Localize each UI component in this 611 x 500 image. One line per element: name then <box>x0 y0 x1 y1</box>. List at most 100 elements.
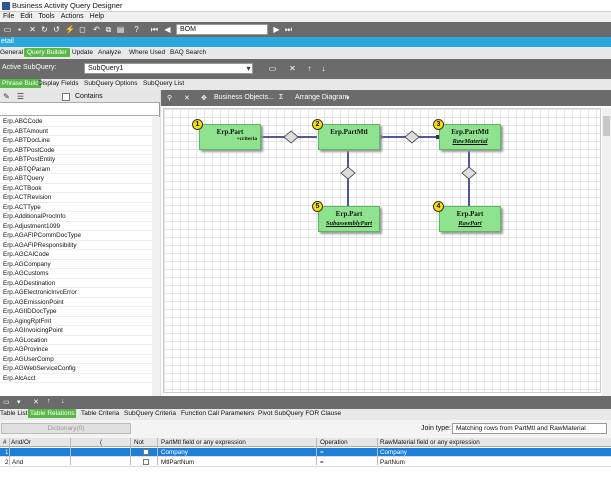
sum-icon[interactable]: Σ <box>279 94 284 101</box>
first-record-icon[interactable]: ⏮ <box>150 25 159 34</box>
new-icon[interactable]: ▭ <box>3 25 12 34</box>
menu-help[interactable]: Help <box>89 13 105 20</box>
clear-icon[interactable]: ◻ <box>79 25 86 34</box>
list-item[interactable]: Erp.ABTQParam <box>0 165 152 174</box>
arrange-diagram-button[interactable]: Arrange Diagram <box>295 94 349 101</box>
tab-table-list[interactable]: Table List <box>0 410 28 417</box>
paste-icon[interactable]: ▤ <box>116 25 125 34</box>
list-item[interactable]: Erp.AGDestination <box>0 279 152 288</box>
list-item[interactable]: Erp.AGWebServiceConfig <box>0 364 152 374</box>
tab-pivot-subquery[interactable]: Pivot SubQuery FOR Clause <box>258 410 342 417</box>
list-item[interactable]: Erp.AGLocation <box>0 336 152 345</box>
tab-general[interactable]: General <box>0 49 24 56</box>
table-row[interactable]: 1 Company = Company <box>0 448 611 457</box>
table-list-scrollbar[interactable] <box>152 117 160 396</box>
next-record-icon[interactable]: ▶ <box>273 25 280 34</box>
delete-table-icon[interactable]: ✕ <box>184 95 190 102</box>
list-item[interactable]: Erp.ACTBook <box>0 184 152 193</box>
diagram-vscroll[interactable] <box>602 108 611 396</box>
list-item[interactable]: Erp.AdditionalProcInfo <box>0 212 152 222</box>
table-node-rawmaterial[interactable]: Erp.PartMtl RawMaterial <box>439 124 501 150</box>
actions-icon[interactable]: ⚡ <box>65 25 75 34</box>
menu-edit[interactable]: Edit <box>20 13 33 20</box>
list-item[interactable]: Erp.Adjustment1099 <box>0 222 152 231</box>
new-icon[interactable]: ▭ <box>3 399 10 406</box>
tab-display-fields[interactable]: Display Fields <box>38 80 79 87</box>
refresh-icon[interactable]: ↻ <box>41 25 48 34</box>
not-checkbox[interactable] <box>143 459 149 465</box>
table-node-subassemblypart[interactable]: Erp.Part SubassemblyPart <box>318 206 380 232</box>
tab-function-call-parameters[interactable]: Function Call Parameters <box>181 410 255 417</box>
list-item[interactable]: Erp.AGAFIPResponsibility <box>0 241 152 250</box>
list-item[interactable]: Erp.ABCCode <box>0 117 152 127</box>
list-item[interactable]: Erp.AGCAICode <box>0 250 152 260</box>
list-item[interactable]: Erp.AGAFIPCommDocType <box>0 231 152 241</box>
tab-query-builder[interactable]: Query Builder <box>24 48 70 57</box>
list-item[interactable]: Erp.AGCustoms <box>0 269 152 279</box>
tab-baq-search[interactable]: BAQ Search <box>170 49 207 56</box>
list-item[interactable]: Erp.AGProvince <box>0 345 152 355</box>
join-type-select[interactable]: Matching rows from PartMtl and RawMateri… <box>452 423 607 434</box>
save-icon[interactable]: ▪ <box>18 25 21 34</box>
tab-where-used[interactable]: Where Used <box>129 49 166 56</box>
list-item[interactable]: Erp.AgingRptFmt <box>0 317 152 326</box>
list-item[interactable]: Erp.AGElectronicInvcError <box>0 288 152 298</box>
list-item[interactable]: Erp.ACTType <box>0 203 152 212</box>
new-subquery-icon[interactable]: ▭ <box>268 64 277 73</box>
delete-icon[interactable]: ✕ <box>33 399 39 406</box>
copy-icon[interactable]: ⧉ <box>105 25 112 34</box>
contains-checkbox[interactable] <box>62 93 70 101</box>
list-item[interactable]: Erp.AGCompany <box>0 260 152 269</box>
view-icon[interactable]: ☰ <box>16 92 25 101</box>
menu-actions[interactable]: Actions <box>60 13 84 20</box>
delete-icon[interactable]: ✕ <box>29 25 36 34</box>
list-item[interactable]: Erp.AGIIDDocType <box>0 307 152 317</box>
prev-record-icon[interactable]: ◀ <box>164 25 171 34</box>
move-up-icon[interactable]: ↑ <box>307 64 312 73</box>
list-item[interactable]: Erp.ABTPostCode <box>0 146 152 155</box>
business-objects-button[interactable]: Business Objects... <box>214 94 274 101</box>
bom-field[interactable]: BOM <box>176 24 268 35</box>
tab-analyze[interactable]: Analyze <box>98 49 122 56</box>
menu-tools[interactable]: Tools <box>38 13 55 20</box>
subquery-select[interactable]: SubQuery1 <box>84 63 253 74</box>
list-item[interactable]: Erp.ABTPostEntity <box>0 155 152 165</box>
list-item[interactable]: Erp.AGUserComp <box>0 355 152 364</box>
undo-icon[interactable]: ↶ <box>93 25 100 34</box>
link-icon[interactable]: ⚲ <box>167 95 173 102</box>
move-down-icon[interactable]: ↓ <box>61 398 65 405</box>
table-search-input[interactable] <box>0 104 160 116</box>
last-record-icon[interactable]: ⏭ <box>284 25 293 34</box>
list-item[interactable]: Erp.AlcAcct <box>0 374 152 383</box>
menu-file[interactable]: File <box>3 13 15 20</box>
tab-update[interactable]: Update <box>72 49 93 56</box>
chevron-down-icon[interactable]: ▾ <box>246 64 251 73</box>
tab-subquery-options[interactable]: SubQuery Options <box>84 80 138 87</box>
table-row[interactable]: 2 And MtlPartNum = PartNum <box>0 458 611 467</box>
help-icon[interactable]: ? <box>134 25 139 34</box>
not-checkbox[interactable] <box>143 449 149 455</box>
chevron-down-icon[interactable]: ▾ <box>346 95 350 102</box>
list-item[interactable]: Erp.ABTDocLine <box>0 136 152 146</box>
list-item[interactable]: Erp.AGEmissionPoint <box>0 298 152 307</box>
move-icon[interactable]: ✥ <box>201 95 207 102</box>
move-up-icon[interactable]: ↑ <box>47 398 51 405</box>
dictionary-button[interactable]: Dictionary(0) <box>1 423 131 434</box>
table-node-partmtl[interactable]: Erp.PartMtl <box>318 124 380 150</box>
list-item[interactable]: Erp.ABTAmount <box>0 127 152 136</box>
tab-phrase-build[interactable]: Phrase Build <box>0 79 41 88</box>
list-item[interactable]: Erp.ACTRevision <box>0 193 152 203</box>
list-item[interactable]: Erp.AGInvoicingPoint <box>0 326 152 336</box>
filter-icon[interactable]: ✎ <box>3 92 10 101</box>
table-node-rawpart[interactable]: Erp.Part RawPart <box>439 206 501 232</box>
tab-subquery-list[interactable]: SubQuery List <box>143 80 185 87</box>
chevron-down-icon[interactable]: ▾ <box>17 399 21 406</box>
delete-subquery-icon[interactable]: ✕ <box>289 64 296 73</box>
refresh-all-icon[interactable]: ↺ <box>53 25 60 34</box>
diagram-canvas[interactable]: Erp.Part +criteria Erp.PartMtl Erp.PartM… <box>163 108 601 393</box>
list-item[interactable]: Erp.ABTQuery <box>0 174 152 184</box>
move-down-icon[interactable]: ↓ <box>321 64 326 73</box>
tab-table-relations[interactable]: Table Relations <box>28 409 77 418</box>
tab-table-criteria[interactable]: Table Criteria <box>81 410 120 417</box>
tab-subquery-criteria[interactable]: SubQuery Criteria <box>124 410 177 417</box>
